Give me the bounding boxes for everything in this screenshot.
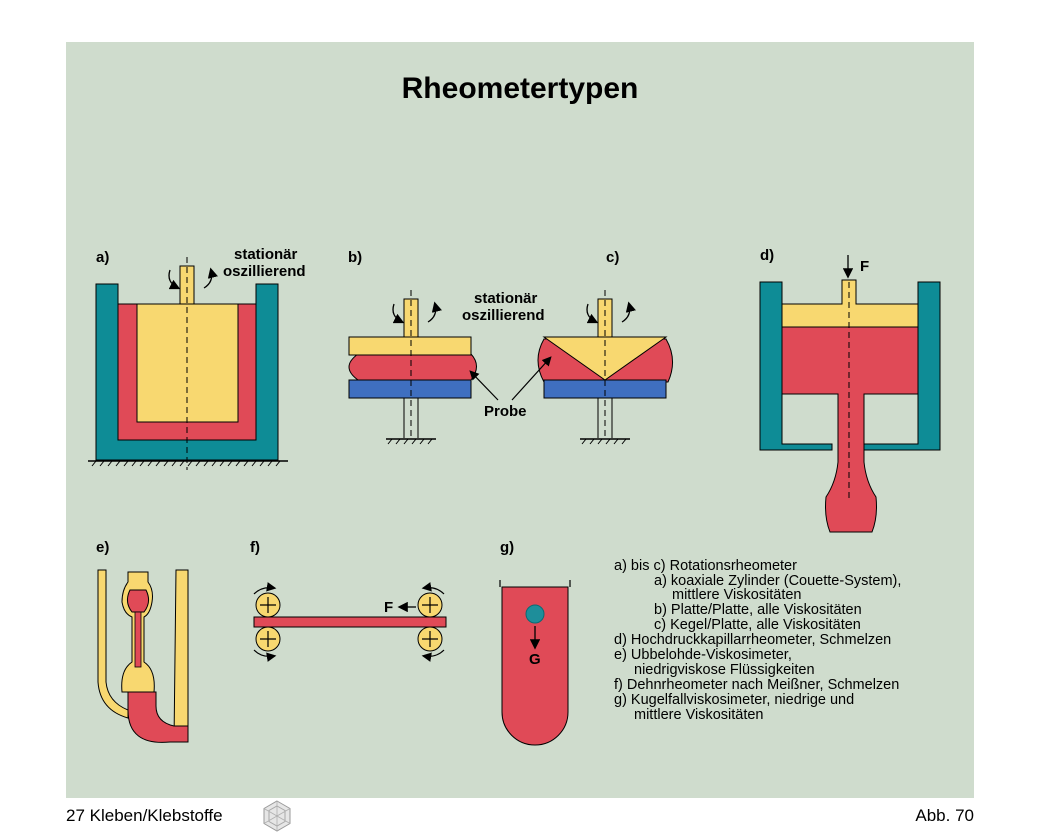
page-title: Rheometertypen: [401, 72, 639, 105]
footer-chapter: 27 Kleben/Klebstoffe: [66, 806, 223, 825]
rotation-arrow-icon: [421, 649, 445, 662]
rotation-arrow-icon: [421, 582, 445, 595]
label-bc-oszillierend: oszillierend: [462, 307, 545, 324]
rheometer-diagram: a) stationär oszillierend b) stationär o…: [88, 246, 941, 746]
bulb-sample: [126, 589, 150, 613]
logo-icon: [263, 800, 291, 832]
label-bc-stationaer: stationär: [474, 290, 538, 307]
slide-panel: Rheometertypen a) stationär oszillierend: [66, 42, 974, 798]
falling-ball: [525, 604, 545, 624]
lower-plate-b: [348, 379, 472, 399]
label-e: e): [96, 539, 109, 556]
legend-line: a) bis c) Rotationsrheometer: [614, 558, 797, 574]
legend-line: f) Dehnrheometer nach Meißner, Schmelzen: [614, 677, 899, 693]
figure-f-dehnrheometer: f) F: [250, 539, 447, 662]
label-force-d: F: [860, 258, 869, 275]
legend: a) bis c) Rotationsrheometer a) koaxiale…: [614, 558, 901, 723]
piston-d: [781, 279, 919, 328]
legend-line: a) koaxiale Zylinder (Couette-System),: [654, 573, 901, 589]
label-f: f): [250, 539, 260, 556]
rotation-arrow-icon: [621, 301, 636, 323]
tube-right: [173, 569, 189, 743]
legend-line: d) Hochdruckkapillarrheometer, Schmelzen: [614, 632, 891, 648]
sample-strip: [253, 616, 447, 628]
rotation-arrow-icon: [253, 582, 277, 595]
figure-e-ubbelohde: e): [96, 539, 189, 743]
footer-figure-number: Abb. 70: [915, 806, 974, 825]
label-a-stationaer: stationär: [234, 246, 298, 263]
rotation-arrow-icon: [253, 649, 277, 662]
cone-c: [542, 336, 668, 381]
figure-c-cone-plate: c): [511, 249, 673, 445]
legend-line: niedrigviskose Flüssigkeiten: [634, 662, 815, 678]
label-d: d): [760, 247, 774, 264]
roller-plus-icon: [255, 592, 443, 652]
label-a-oszillierend: oszillierend: [223, 263, 306, 280]
legend-line: e) Ubbelohde-Viskosimeter,: [614, 647, 792, 663]
rotation-arrow-icon: [203, 267, 218, 289]
legend-line: c) Kegel/Platte, alle Viskositäten: [654, 617, 861, 633]
figure-d-capillary: d) F: [759, 247, 941, 533]
legend-line: g) Kugelfallviskosimeter, niedrige und: [614, 692, 854, 708]
melt-d: [781, 326, 919, 533]
u-bend-sample: [127, 691, 189, 743]
rotation-arrow-icon: [586, 303, 599, 324]
label-gravity: G: [529, 651, 541, 668]
probe-arrow-b: [469, 370, 499, 401]
sample-b: [348, 353, 477, 381]
legend-line: mittlere Viskositäten: [672, 587, 801, 603]
rotation-arrow-icon: [427, 301, 442, 323]
legend-line: mittlere Viskositäten: [634, 707, 763, 723]
rotation-arrow-icon: [392, 303, 405, 324]
figure-b-plate-plate: b) stationär oszillierend Probe: [348, 249, 545, 445]
label-g: g): [500, 539, 514, 556]
probe-arrow-c: [511, 356, 552, 401]
label-probe: Probe: [484, 403, 527, 420]
upper-plate-b: [348, 336, 472, 356]
figure-a-couette: a) stationär oszillierend: [88, 246, 306, 470]
label-a: a): [96, 249, 109, 266]
legend-line: b) Platte/Platte, alle Viskositäten: [654, 602, 862, 618]
label-b: b): [348, 249, 362, 266]
label-c: c): [606, 249, 619, 266]
rotation-arrow-icon: [168, 269, 181, 290]
figure-g-kugelfall: g) G: [499, 539, 571, 746]
tube-sample-g: [501, 586, 569, 746]
label-force-f: F: [384, 599, 393, 616]
